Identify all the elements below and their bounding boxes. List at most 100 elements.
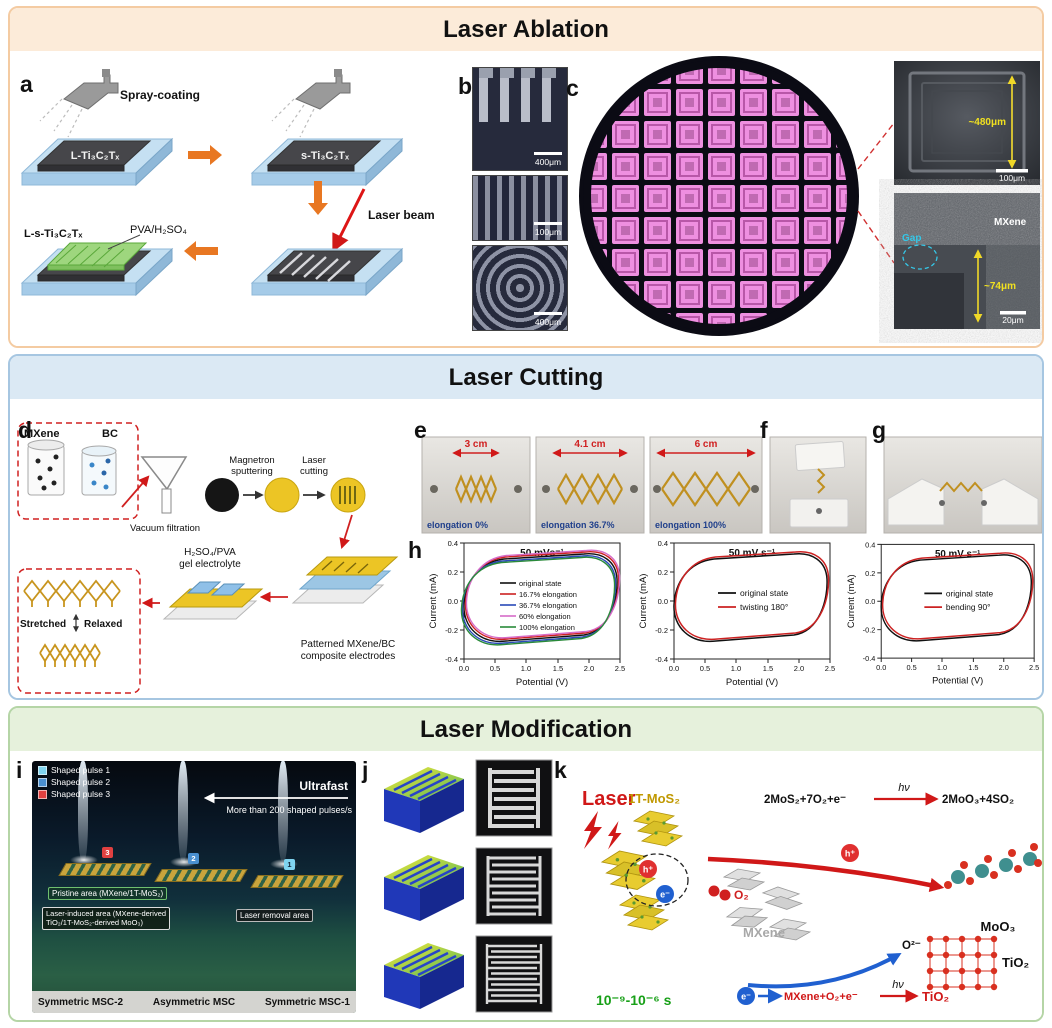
- photo-elongation-36: 4.1 cm elongation 36.7%: [535, 436, 645, 534]
- legend: original state bending 90°: [924, 588, 994, 612]
- svg-text:2.0: 2.0: [999, 663, 1009, 672]
- svg-text:0.0: 0.0: [865, 597, 875, 606]
- svg-text:0.4: 0.4: [658, 539, 668, 548]
- mxene-label: MXene: [994, 217, 1027, 228]
- width-label: ~480μm: [968, 117, 1006, 128]
- section-title: Laser Modification: [10, 708, 1042, 751]
- scale-bar: 400μm: [534, 312, 562, 327]
- laser-removal-area-label: Laser removal area: [236, 909, 313, 922]
- surface-map-1: [382, 765, 466, 835]
- svg-text:-0.2: -0.2: [445, 626, 458, 635]
- mxene-label: MXene: [24, 428, 59, 440]
- svg-text:original state: original state: [519, 579, 562, 588]
- svg-text:0.0: 0.0: [658, 597, 668, 606]
- scale-bar: 400μm: [534, 152, 562, 167]
- equation-1: 2MoS₂+7O₂+e⁻: [764, 794, 846, 806]
- bc-label: BC: [102, 428, 118, 440]
- gel-coated-device: [162, 581, 264, 620]
- panel-label-h: h: [408, 537, 423, 563]
- microscopy-image-interdigitated: 400μm: [472, 67, 568, 171]
- pristine-area-label: Pristine area (MXene/1T-MoS₂): [48, 887, 168, 900]
- moo3-structure: [944, 843, 1042, 889]
- msc-electrode: [58, 863, 152, 876]
- pulse-rate-label: More than 200 shaped pulses/s: [226, 805, 352, 815]
- electron-transfer-arrow-icon: [747, 953, 902, 989]
- mxene-flakes: [723, 868, 765, 891]
- msc1-label: Symmetric MSC-1: [264, 996, 350, 1008]
- svg-text:h⁺: h⁺: [845, 849, 855, 859]
- film2-label: s-Ti₃C₂Tₓ: [301, 150, 350, 162]
- laser-beam-label: Laser beam: [368, 208, 435, 222]
- patterned-electrodes: [291, 556, 399, 604]
- hv-label: hν: [892, 979, 904, 991]
- o2-minus-label: O²⁻: [902, 940, 921, 952]
- arrow-left-icon: [184, 241, 218, 261]
- arrow-down-icon: [308, 181, 328, 215]
- msc2-label: Symmetric MSC-2: [38, 996, 124, 1008]
- sem-pattern-2: [475, 847, 553, 925]
- sem-image-top: ~480μm 100μm: [894, 61, 1040, 185]
- svg-text:0.5: 0.5: [700, 664, 710, 673]
- pulse-2-swatch: [38, 777, 47, 787]
- panel-label-b: b: [458, 73, 473, 99]
- elongation-label: elongation 36.7%: [541, 520, 615, 530]
- svg-text:e⁻: e⁻: [660, 890, 670, 900]
- o2-label: O₂: [734, 888, 749, 902]
- svg-text:Current (mA): Current (mA): [846, 574, 856, 628]
- photo-bending: [883, 436, 1042, 534]
- svg-text:2.5: 2.5: [615, 664, 625, 673]
- legend: original state 16.7% elongation 36.7% el…: [500, 579, 577, 632]
- svg-text:Potential (V): Potential (V): [932, 676, 983, 686]
- pulse-1-label: Shaped pulse 1: [51, 765, 111, 775]
- electrolyte-label: H₂SO₄/PVA: [184, 547, 236, 558]
- electron-icon: [737, 987, 755, 1005]
- wafer-callout-lines: [857, 122, 895, 264]
- panel-label-c: c: [566, 75, 579, 101]
- spray-gun-icon: [39, 68, 119, 138]
- laser-cutting-label-2: cutting: [300, 466, 328, 477]
- photo-twisting: [769, 436, 867, 534]
- laser-beam-2: [178, 761, 188, 861]
- asym-msc-label: Asymmetric MSC: [152, 996, 236, 1008]
- svg-text:0.2: 0.2: [865, 569, 875, 578]
- width-label: ~74μm: [984, 281, 1016, 292]
- film3-label: L-s-Ti₃C₂Tₓ: [24, 228, 83, 240]
- svg-text:0.5: 0.5: [906, 663, 916, 672]
- sem-pattern-1: [475, 759, 553, 837]
- scale-bar: [996, 169, 1028, 173]
- mxene-container: [27, 439, 65, 496]
- x-tick: 0.0: [459, 664, 469, 673]
- svg-text:-0.4: -0.4: [445, 655, 458, 664]
- svg-text:original state: original state: [946, 588, 994, 598]
- panel-label-e: e: [414, 417, 427, 443]
- svg-text:0.4: 0.4: [865, 540, 875, 549]
- surface-map-2: [382, 853, 466, 923]
- pulse-1-swatch: [38, 765, 47, 775]
- hole-transfer-arrow-icon: [707, 856, 945, 893]
- photo-elongation-100: 6 cm elongation 100%: [649, 436, 763, 534]
- filtered-film-disc: [205, 478, 239, 512]
- svg-text:original state: original state: [740, 588, 788, 598]
- sem-image-bottom: Gap MXene ~74μm 20μm: [894, 193, 1040, 329]
- patterned-label-2: composite electrodes: [301, 651, 396, 662]
- svg-text:1.0: 1.0: [937, 663, 947, 672]
- surface-map-3: [382, 941, 466, 1011]
- hole-icon: [841, 844, 859, 862]
- patterned-label: Patterned MXene/BC: [301, 639, 396, 650]
- svg-text:1.5: 1.5: [763, 664, 773, 673]
- moo3-label: MoO₃: [981, 919, 1016, 934]
- product-1: 2MoO₃+4SO₂: [942, 794, 1014, 806]
- panel-label-k: k: [554, 757, 567, 783]
- sem-pattern-3: [475, 935, 553, 1013]
- pulse-legend: Shaped pulse 1 Shaped pulse 2 Shaped pul…: [38, 765, 110, 801]
- microscopy-image-lines: 100μm: [472, 175, 568, 241]
- charge-callout-icon: [625, 853, 689, 907]
- laser-cutting-label: Laser: [302, 455, 326, 466]
- microscopy-image-spiral: 400μm: [472, 245, 568, 331]
- elongation-label: elongation 100%: [655, 520, 726, 530]
- reaction-scheme: Laser 1T-MoS₂ h⁺ e⁻ O₂ MXene 2MoS₂+7O₂+e…: [582, 782, 1042, 1008]
- svg-text:2.5: 2.5: [1029, 663, 1039, 672]
- wafer-image: [579, 56, 859, 336]
- svg-text:Current (mA): Current (mA): [638, 574, 649, 629]
- length-label: 4.1 cm: [574, 439, 605, 450]
